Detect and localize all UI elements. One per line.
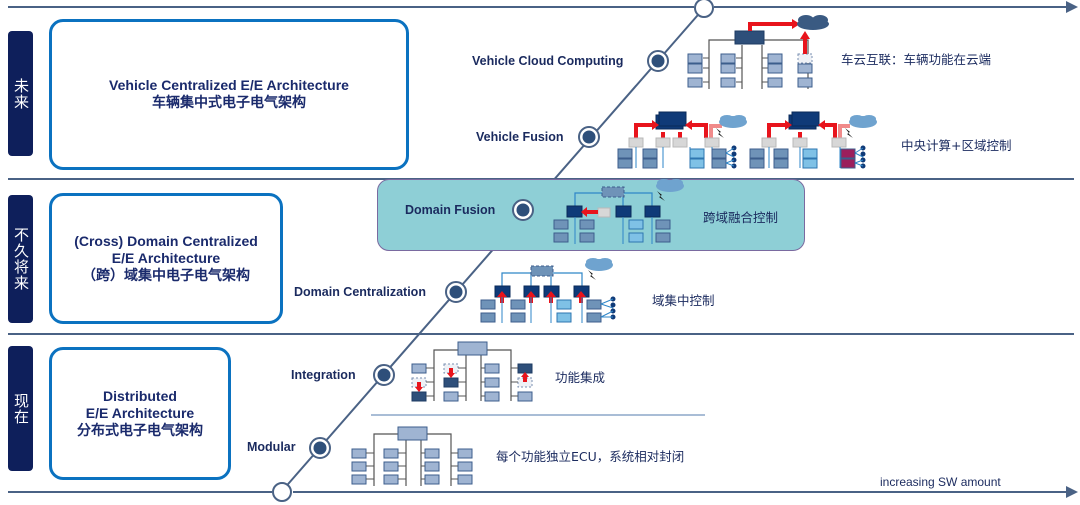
x-axis-label: increasing SW amount [880, 475, 1001, 489]
vehicle-fusion-unit-1 [617, 111, 747, 169]
stage-node-domain-centralization [445, 281, 467, 303]
era-title-zh: 分布式电子电气架构 [77, 422, 203, 439]
stage-node-integration [373, 364, 395, 386]
stage-desc-vehicle-cloud-computing: 车云互联：车辆功能在云端 [841, 52, 992, 67]
top-axis-line [8, 6, 694, 8]
stage-desc-domain-fusion: 跨域融合控制 [703, 210, 779, 225]
era-title-en-line2: E/E Architecture [85, 404, 195, 421]
stage-label-vehicle-fusion: Vehicle Fusion [476, 130, 564, 144]
stage-node-domain-fusion [512, 199, 534, 221]
era-box-domain-centralized: (Cross) Domain Centralized E/E Architect… [49, 193, 283, 324]
stage-node-modular [309, 437, 331, 459]
timeline-start-node [272, 482, 292, 502]
era-box-distributed: Distributed E/E Architecture 分布式电子电气架构 [49, 347, 231, 480]
era-box-vehicle-centralized: Vehicle Centralized E/E Architecture 车辆集… [49, 19, 409, 170]
timeline-end-node [694, 0, 714, 18]
separator-near-now [8, 333, 1074, 335]
diagram-domain-fusion [553, 179, 684, 244]
stage-desc-domain-centralization: 域集中控制 [652, 293, 715, 308]
era-title-zh: 车辆集中式电子电气架构 [152, 95, 306, 111]
stage-desc-integration: 功能集成 [555, 370, 606, 385]
stage-label-domain-fusion: Domain Fusion [405, 203, 496, 217]
era-tag-near-future: 不久将来 [8, 195, 33, 323]
era-tag-now: 现在 [8, 346, 33, 471]
stage-label-vehicle-cloud-computing: Vehicle Cloud Computing [472, 54, 624, 68]
era-title-en-line2: E/E Architecture [111, 249, 221, 266]
bottom-axis-line-right [293, 491, 1066, 493]
stage-label-domain-centralization: Domain Centralization [294, 285, 426, 299]
era-tag-future: 未来 [8, 31, 33, 156]
top-axis-arrowhead-icon [1066, 1, 1078, 13]
stage-label-integration: Integration [291, 368, 356, 382]
integration-modular-separator [371, 414, 705, 416]
bottom-axis-line [8, 491, 272, 493]
stage-node-vehicle-fusion [578, 126, 600, 148]
era-title-zh: （跨）域集中电子电气架构 [82, 267, 250, 284]
top-axis-line-right [714, 6, 1066, 8]
stage-desc-vehicle-fusion: 中央计算+区域控制 [901, 138, 1012, 153]
diagram-vehicle-cloud-computing [687, 15, 829, 89]
diagram-integration [411, 341, 533, 402]
stage-desc-modular: 每个功能独立ECU，系统相对封闭 [496, 449, 685, 464]
bottom-axis-arrowhead-icon [1066, 486, 1078, 498]
era-title-en-line1: Distributed [103, 387, 177, 404]
diagram-modular [351, 426, 473, 486]
era-title-en-line1: (Cross) Domain Centralized [74, 232, 258, 249]
diagram-vehicle-fusion [617, 111, 877, 169]
era-title-en: Vehicle Centralized E/E Architecture [109, 77, 349, 93]
diagram-domain-centralization [480, 258, 616, 323]
stage-node-vehicle-cloud-computing [647, 50, 669, 72]
vehicle-fusion-unit-2 [749, 111, 877, 169]
stage-label-modular: Modular [247, 440, 296, 454]
